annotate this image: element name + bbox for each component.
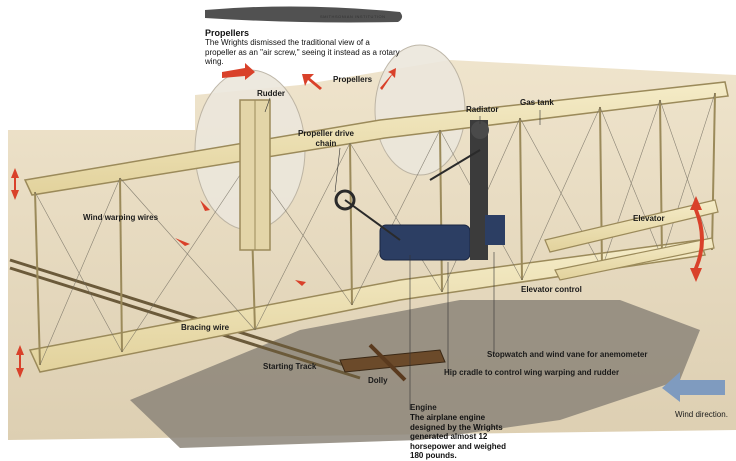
bracing-wires: [34, 92, 716, 366]
label-starting-track: Starting Track: [263, 362, 317, 371]
arrow-small-2: [175, 238, 190, 246]
leader-lines: [264, 97, 541, 410]
label-stopwatch: Stopwatch and wind vane for anemometer: [487, 350, 648, 359]
label-hip-cradle: Hip cradle to control wing warping and r…: [444, 368, 620, 377]
label-radiator: Radiator: [466, 105, 499, 114]
arrow-vertical-left-bottom: [16, 345, 24, 378]
top-propeller-blade: [205, 6, 403, 23]
label-propellers: Propellers: [333, 75, 373, 84]
ground-shadow: [130, 300, 700, 448]
dolly: [339, 343, 446, 382]
wind-direction-arrow: [662, 372, 725, 402]
arrow-small-1: [200, 200, 210, 211]
arrow-upright-red: [380, 68, 396, 90]
institution-credit: SMITHSONIAN INSTITUTION: [320, 14, 386, 19]
struts: [34, 92, 716, 366]
arrow-upleft-red: [302, 74, 322, 90]
label-elevator: Elevator: [633, 214, 665, 223]
label-wind-direction: Wind direction.: [675, 410, 728, 419]
lower-wing: [28, 239, 706, 373]
label-engine: Engine: [410, 403, 437, 412]
red-arrows: [11, 63, 704, 378]
arrow-elevator-curve: [690, 196, 704, 282]
propellers-title: Propellers: [205, 28, 250, 38]
label-dolly: Dolly: [368, 376, 388, 385]
arrow-vertical-left-top: [11, 168, 19, 200]
engine-block: [334, 120, 505, 261]
label-rudder: Rudder: [257, 89, 285, 98]
arrow-right-red: [222, 63, 255, 80]
label-elevator-control: Elevator control: [521, 285, 582, 294]
upper-wing: [23, 81, 729, 196]
label-wind-warping-wires: Wind warping wires: [83, 213, 159, 222]
elevator: [544, 199, 719, 253]
label-gas-tank: Gas tank: [520, 98, 554, 107]
propellers-description: The Wrights dismissed the traditional vi…: [205, 38, 400, 66]
label-propeller-drive-chain: Propeller drive chain: [297, 129, 355, 148]
arrow-small-3: [295, 280, 306, 286]
engine-description: The airplane engine designed by the Wrig…: [410, 413, 507, 460]
label-bracing-wire: Bracing wire: [181, 323, 230, 332]
